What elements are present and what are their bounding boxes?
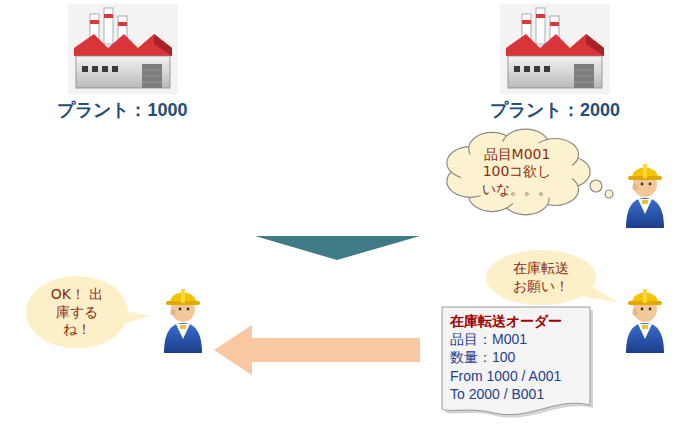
thought-dot xyxy=(605,190,613,198)
node-text: プラント：2000 xyxy=(470,98,640,122)
factory-icon xyxy=(500,4,610,94)
node-text: From 1000 / A001 xyxy=(450,367,582,385)
node-text: OK！ 出庫する ね！ xyxy=(45,286,109,339)
transfer-arrow xyxy=(214,325,420,375)
node-text: To 2000 / B001 xyxy=(450,385,582,403)
order-document: 在庫転送オーダー品目：M001数量：100From 1000 / A001To … xyxy=(440,305,592,419)
speech-bubble: OK！ 出庫する ね！ xyxy=(26,276,128,349)
document-heading: 在庫転送オーダー xyxy=(450,312,582,330)
node-text: プラント：1000 xyxy=(40,98,205,122)
down-triangle xyxy=(255,236,420,260)
speech-bubble: 在庫転送 お願い！ xyxy=(486,250,596,305)
thought-dot xyxy=(590,180,602,192)
node-text: 在庫転送 お願い！ xyxy=(505,260,577,295)
worker-icon xyxy=(626,289,664,353)
factory-icon xyxy=(68,4,178,94)
node-text: 品目M001 100コ欲し いな。。。 xyxy=(477,146,557,199)
thought-bubble: 品目M001 100コ欲し いな。。。 xyxy=(444,128,590,216)
plant: プラント：2000 xyxy=(470,4,640,122)
plant: プラント：1000 xyxy=(40,4,205,122)
node-text: 数量：100 xyxy=(450,348,582,366)
node-text: 品目：M001 xyxy=(450,330,582,348)
worker-icon xyxy=(626,164,664,228)
worker-icon xyxy=(164,289,202,353)
